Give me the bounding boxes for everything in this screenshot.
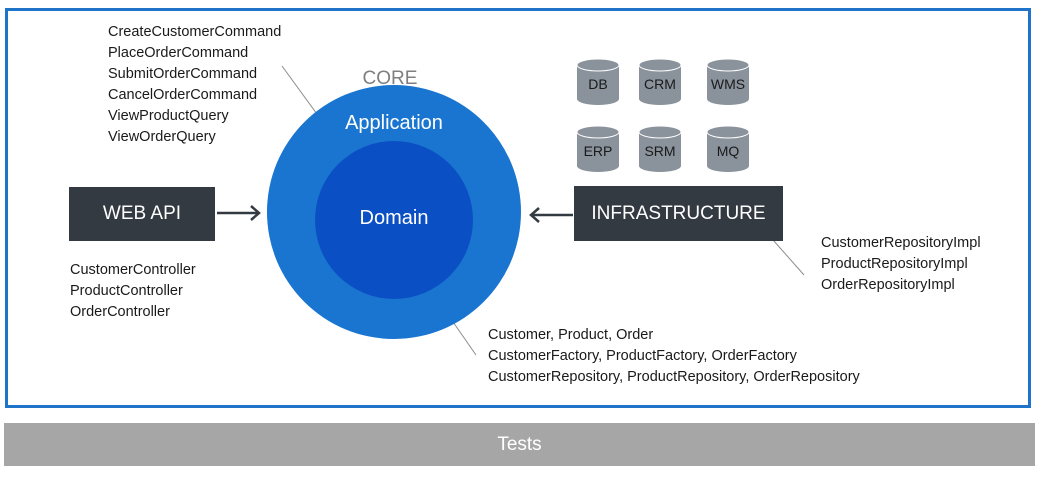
web-api-box: WEB API [69,187,215,241]
srm-cylinder-icon: SRM [638,126,682,172]
domain-item-list: Customer, Product, Order CustomerFactory… [488,325,860,388]
list-item: Customer, Product, Order [488,327,654,343]
domain-label: Domain [359,207,429,229]
erp-cylinder-icon: ERP [576,126,620,172]
list-item: SubmitOrderCommand [108,66,258,82]
list-item: CustomerRepository, ProductRepository, O… [488,369,860,385]
core-label: CORE [362,68,418,89]
crm-cylinder-icon: CRM [638,59,682,105]
web-api-arrow [217,205,261,221]
wms-cylinder-icon: WMS [706,59,750,105]
tests-label: Tests [497,433,542,455]
list-item: OrderController [70,304,170,320]
list-item: ViewOrderQuery [108,129,216,145]
mq-cylinder-icon: MQ [706,126,750,172]
infrastructure-arrow [529,207,573,223]
list-item: PlaceOrderCommand [108,45,249,61]
web-api-item-list: CustomerController ProductController Ord… [70,260,196,323]
tests-bar: Tests [4,423,1035,466]
list-item: ViewProductQuery [108,108,229,124]
list-item: CustomerController [70,262,196,278]
list-item: ProductController [70,283,183,299]
db-cylinder-icon: DB [576,59,620,105]
application-item-list: CreateCustomerCommand PlaceOrderCommand … [108,22,281,148]
system-label: SRM [644,143,676,159]
domain-circle [315,141,473,299]
list-item: CustomerFactory, ProductFactory, OrderFa… [488,348,797,364]
system-label: MQ [716,143,740,159]
system-label: ERP [583,143,613,159]
infrastructure-item-list: CustomerRepositoryImpl ProductRepository… [821,233,981,296]
system-label: WMS [710,76,746,92]
list-item: ProductRepositoryImpl [821,256,968,272]
application-label: Application [345,112,443,134]
infrastructure-box: INFRASTRUCTURE [574,186,783,241]
list-item: CustomerRepositoryImpl [821,235,981,251]
core-boundary-frame [5,8,1031,408]
list-item: CancelOrderCommand [108,87,258,103]
list-item: CreateCustomerCommand [108,24,282,40]
system-label: DB [588,76,608,92]
list-item: OrderRepositoryImpl [821,277,955,293]
system-label: CRM [644,76,676,92]
